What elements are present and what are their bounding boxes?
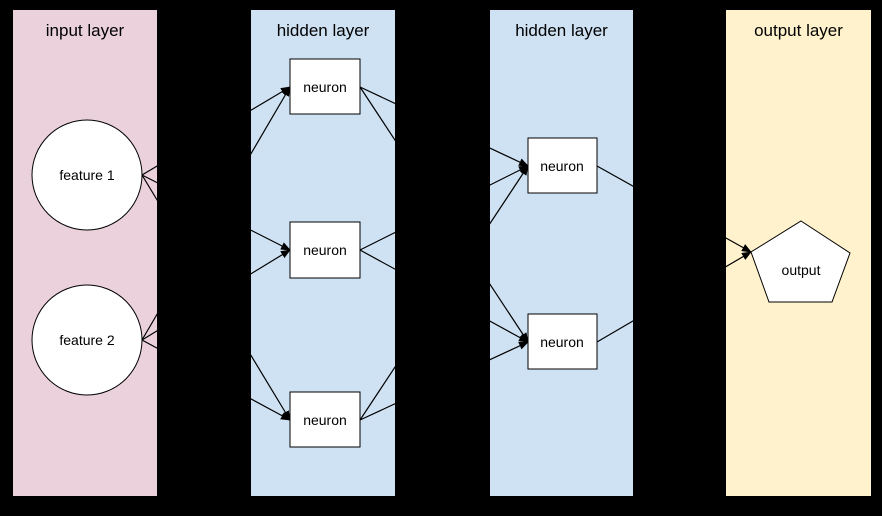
layer-panel-input: input layer [13,10,157,496]
hidden1-neuron-1-box [289,58,361,115]
node-feature-2: feature 2 [31,284,143,396]
edge-feature1-h1n3 [141,174,291,421]
node-hidden1-neuron-2: neuron [289,221,361,279]
feature-2-label: feature 2 [59,332,114,348]
edge-feature2-h1n1 [141,86,291,341]
hidden2-neuron-2-label: neuron [540,334,584,350]
hidden1-neuron-2-label: neuron [303,242,347,258]
edge-h1n1-h2n1 [359,86,529,167]
layer-panel-hidden-2: hidden layer [490,10,633,496]
output-label: output [782,262,821,278]
node-feature-1: feature 1 [31,119,143,231]
edge-h2n1-output1 [596,165,752,253]
edge-h1n3-h2n2 [359,341,529,421]
layer-title-hidden-1: hidden layer [276,21,370,40]
hidden2-neuron-1-box [527,137,598,194]
hidden1-neuron-2-box [289,221,361,279]
hidden1-neuron-3-box [289,391,361,448]
hidden2-neuron-1-label: neuron [540,158,584,174]
feature-1-label: feature 1 [59,167,114,183]
node-hidden1-neuron-1: neuron [289,58,361,115]
edge-feature2-h1n3 [141,339,291,421]
feature-1-circle [31,119,143,231]
node-hidden2-neuron-1: neuron [527,137,598,194]
layer-title-output: output layer [754,21,843,40]
layer-title-hidden-2: hidden layer [515,21,608,40]
edges-layer [141,86,752,421]
layer-title-input: input layer [45,21,125,40]
hidden1-neuron-3-label: neuron [303,412,347,428]
edge-feature2-h1n2 [141,249,291,341]
feature-2-circle [31,284,143,396]
edge-h1n2-h2n2 [359,249,529,343]
node-hidden2-neuron-2: neuron [527,313,598,370]
edge-feature1-h1n1 [141,86,291,176]
hidden1-neuron-1-label: neuron [303,79,347,95]
edge-h2n2-output1 [596,251,752,343]
node-output: output [750,220,851,303]
hidden2-neuron-2-box [527,313,598,370]
node-hidden1-neuron-3: neuron [289,391,361,448]
edge-h1n2-h2n1 [359,165,529,251]
edge-h1n3-h2n1 [359,165,529,421]
output-pentagon [750,220,851,303]
edge-h1n1-h2n2 [359,86,529,343]
